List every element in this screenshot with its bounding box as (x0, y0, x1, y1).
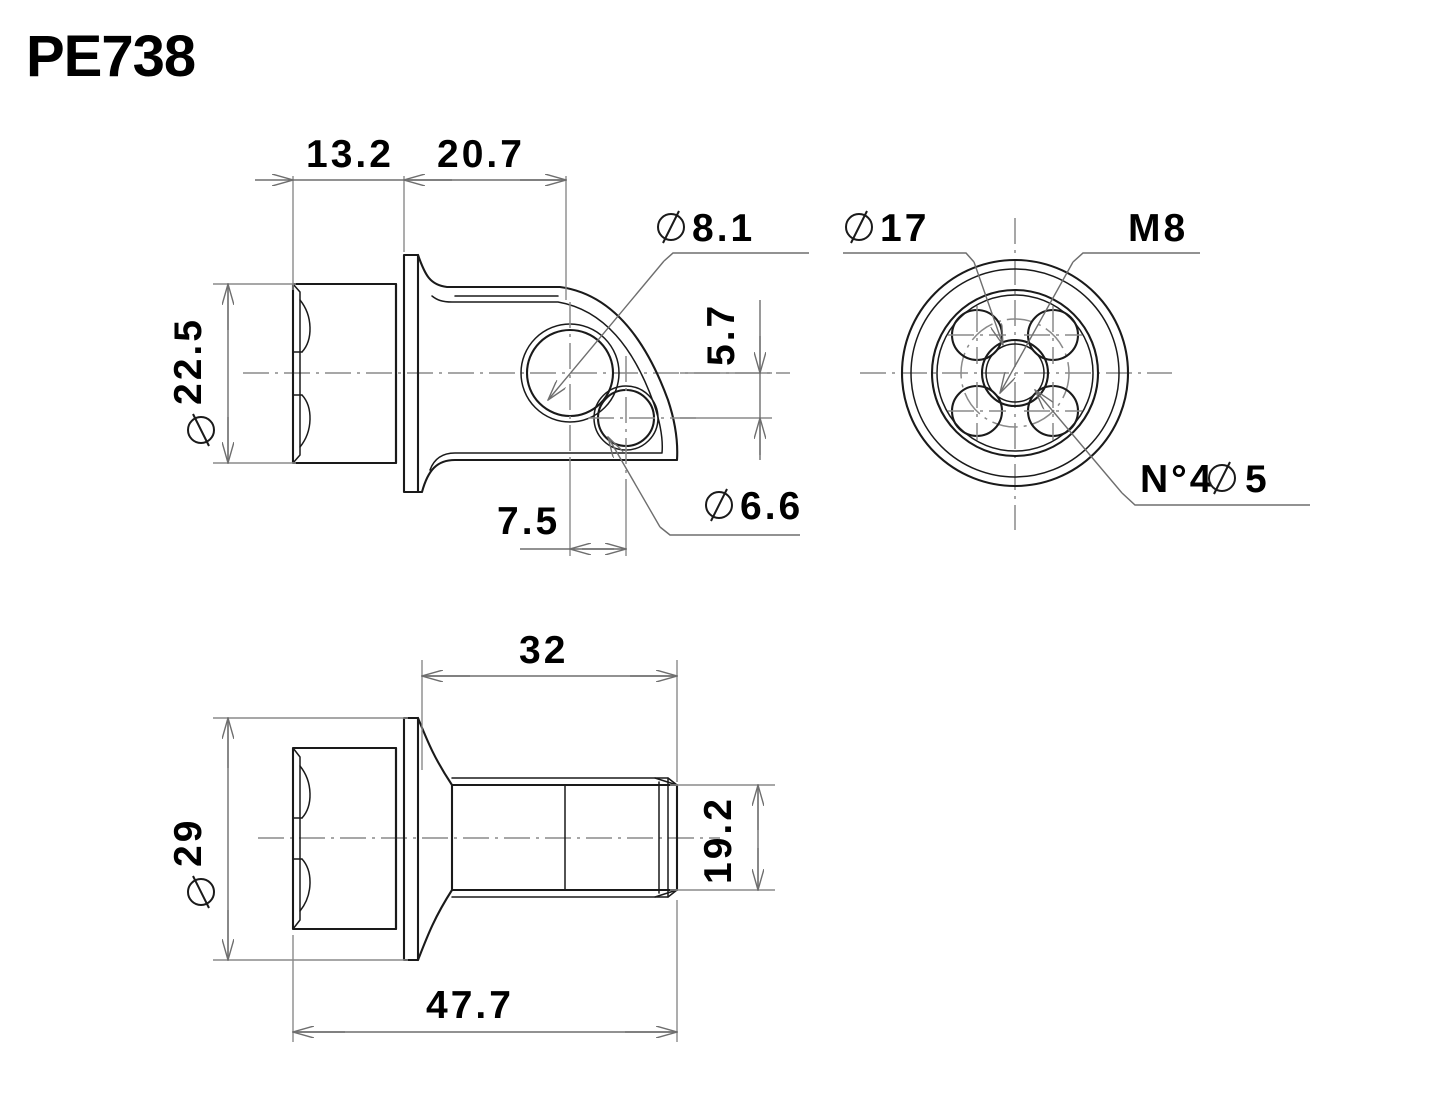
end-view-outer-circle (900, 258, 1130, 488)
side-view-hole-8-1 (520, 302, 620, 460)
callout-8-1: 8.1 (548, 207, 809, 400)
bottom-view-group: 32 29 19.2 (167, 629, 775, 1042)
side-view-hole-6-6 (588, 356, 700, 500)
end-view-bolt-circle (960, 318, 1070, 428)
bottom-view-shank (416, 716, 679, 962)
side-view-group: 13.2 20.7 22.5 (167, 133, 809, 556)
callout-n4-5: N°4 5 (1035, 390, 1310, 506)
end-view-group: 17 M8 N°4 5 (843, 207, 1310, 530)
dimension-20-7: 20.7 (404, 133, 566, 300)
dimension-label-22-5: 22.5 (167, 317, 210, 405)
dimension-label-5: 5 (1245, 458, 1270, 501)
dimension-label-n4: N°4 (1140, 458, 1214, 501)
dimension-47-7: 47.7 (293, 900, 677, 1042)
callout-17: 17 (843, 207, 1003, 345)
dimension-label-20-7: 20.7 (437, 133, 525, 176)
dimension-label-7-5: 7.5 (497, 500, 560, 543)
dimension-label-19-2: 19.2 (697, 796, 740, 884)
end-view-flange-circle-2 (936, 294, 1094, 452)
dimension-label-13-2: 13.2 (306, 133, 394, 176)
dimension-19-2: 19.2 (670, 785, 775, 890)
dimension-22-5: 22.5 (167, 284, 296, 463)
side-view-body (416, 253, 679, 494)
end-view-flange-circle (930, 288, 1100, 458)
bottom-view-flange (394, 716, 420, 962)
dimension-label-32: 32 (519, 629, 568, 672)
callout-m8: M8 (1000, 207, 1200, 393)
dimension-13-2: 13.2 (255, 133, 405, 290)
dimension-label-17: 17 (880, 207, 929, 250)
dimension-label-5-7: 5.7 (700, 303, 743, 366)
dimension-32: 32 (422, 629, 677, 782)
end-view-bore-outer (980, 338, 1050, 408)
end-view-outer-circle-2 (910, 268, 1120, 478)
dimension-label-8-1: 8.1 (692, 207, 755, 250)
callout-6-6: 6.6 (608, 437, 803, 536)
page-title: PE738 (26, 24, 195, 89)
dimension-29: 29 (167, 718, 408, 960)
dimension-label-47-7: 47.7 (426, 984, 514, 1027)
dimension-7-5: 7.5 (497, 460, 626, 556)
dimension-label-m8: M8 (1128, 207, 1188, 250)
dimension-label-6-6: 6.6 (740, 485, 803, 528)
dimension-5-7: 5.7 (680, 300, 772, 460)
dimension-label-29: 29 (167, 818, 210, 867)
end-view-bore-inner (985, 343, 1045, 403)
